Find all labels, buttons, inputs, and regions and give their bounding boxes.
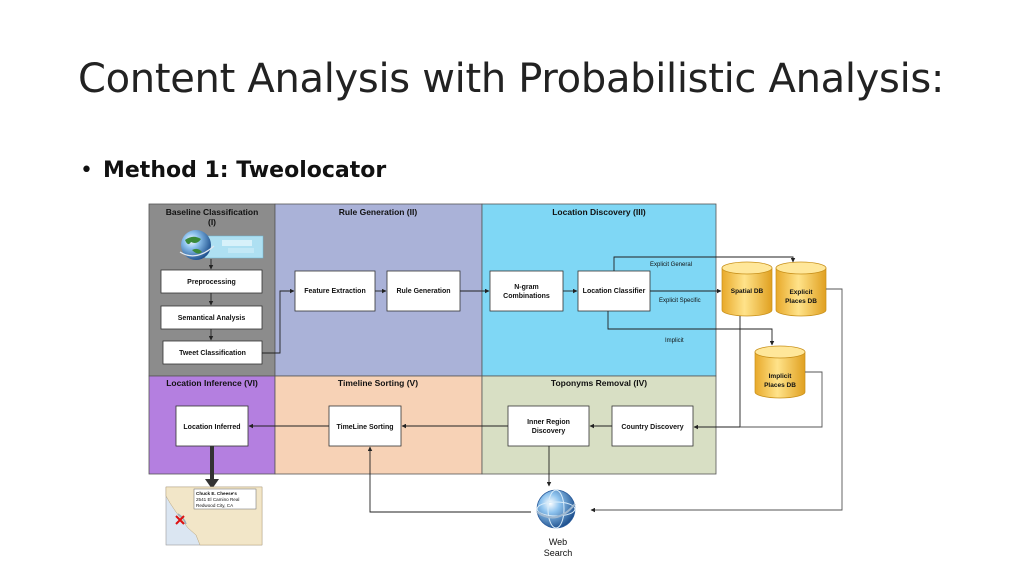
bullet-text: Method 1: Tweolocator bbox=[102, 158, 387, 183]
web-search-globe-icon bbox=[536, 489, 576, 529]
edge-label-explicit-general: Explicit General bbox=[650, 262, 692, 268]
box-semantical-analysis-label: Semantical Analysis bbox=[178, 315, 246, 322]
box-inner-region-label-2: Discovery bbox=[532, 428, 566, 435]
db-explicit-label-2: Places DB bbox=[785, 298, 817, 305]
panel-title-toponyms-removal: Toponyms Removal (IV) bbox=[551, 378, 647, 388]
box-location-inferred-label: Location Inferred bbox=[183, 424, 240, 431]
bullet-dot: • bbox=[80, 158, 93, 183]
map-label-line-1: Chuck E. Cheese's bbox=[196, 491, 237, 496]
map-thumbnail bbox=[165, 486, 263, 546]
connectors bbox=[208, 256, 843, 513]
box-semantical-analysis bbox=[160, 305, 263, 330]
box-timeline-sorting-label: TimeLine Sorting bbox=[336, 424, 393, 431]
panel-title-location-inference: Location Inference (VI) bbox=[166, 378, 258, 388]
box-feature-extraction-label: Feature Extraction bbox=[304, 288, 365, 295]
box-rule-generation bbox=[386, 270, 461, 312]
box-feature-extraction bbox=[294, 270, 376, 312]
location-marker-icon bbox=[175, 515, 185, 525]
panel-title-rule-generation: Rule Generation (II) bbox=[339, 207, 418, 217]
box-country-discovery-label: Country Discovery bbox=[621, 424, 683, 431]
box-tweet-classification-label: Tweet Classification bbox=[179, 350, 246, 357]
slide-title: Content Analysis with Probabilistic Anal… bbox=[78, 56, 945, 102]
box-preprocessing bbox=[160, 269, 263, 294]
panel-title-location-discovery: Location Discovery (III) bbox=[552, 207, 646, 217]
db-spatial-label: Spatial DB bbox=[731, 288, 764, 295]
db-implicit-label-1: Implicit bbox=[769, 373, 793, 380]
box-location-classifier-label: Location Classifier bbox=[583, 288, 646, 295]
box-location-inferred bbox=[175, 405, 249, 447]
map-label-line-3: Redwood City, CA bbox=[196, 503, 234, 508]
edge-label-explicit-specific: Explicit Specific bbox=[659, 298, 701, 304]
db-implicit-label-2: Places DB bbox=[764, 382, 796, 389]
arrow-to-map-head bbox=[205, 479, 219, 489]
db-spatial bbox=[721, 261, 773, 317]
box-ngram-label-2: Combinations bbox=[503, 293, 550, 300]
twitter-globe-icon bbox=[179, 230, 264, 260]
map-label-line-2: 2541 El Camino Real bbox=[196, 497, 239, 502]
box-inner-region-label-1: Inner Region bbox=[527, 419, 570, 426]
box-inner-region-discovery bbox=[507, 405, 590, 447]
panel-title-baseline: Baseline Classification bbox=[166, 207, 259, 217]
panel-title-timeline-sorting: Timeline Sorting (V) bbox=[338, 378, 418, 388]
box-ngram-label-1: N-gram bbox=[514, 284, 539, 291]
web-search-label-2: Search bbox=[544, 548, 573, 558]
panel-title-baseline-num: (I) bbox=[208, 217, 216, 227]
web-search-label-1: Web bbox=[549, 537, 567, 547]
db-implicit-places bbox=[754, 345, 806, 399]
box-rule-generation-label: Rule Generation bbox=[396, 288, 450, 295]
box-tweet-classification bbox=[162, 340, 263, 365]
db-explicit-places bbox=[775, 261, 827, 317]
bullet-method: • Method 1: Tweolocator bbox=[80, 158, 386, 183]
box-preprocessing-label: Preprocessing bbox=[187, 279, 236, 286]
box-ngram-combinations bbox=[489, 270, 564, 312]
edge-label-implicit: Implicit bbox=[665, 338, 684, 344]
db-explicit-label-1: Explicit bbox=[789, 289, 813, 296]
